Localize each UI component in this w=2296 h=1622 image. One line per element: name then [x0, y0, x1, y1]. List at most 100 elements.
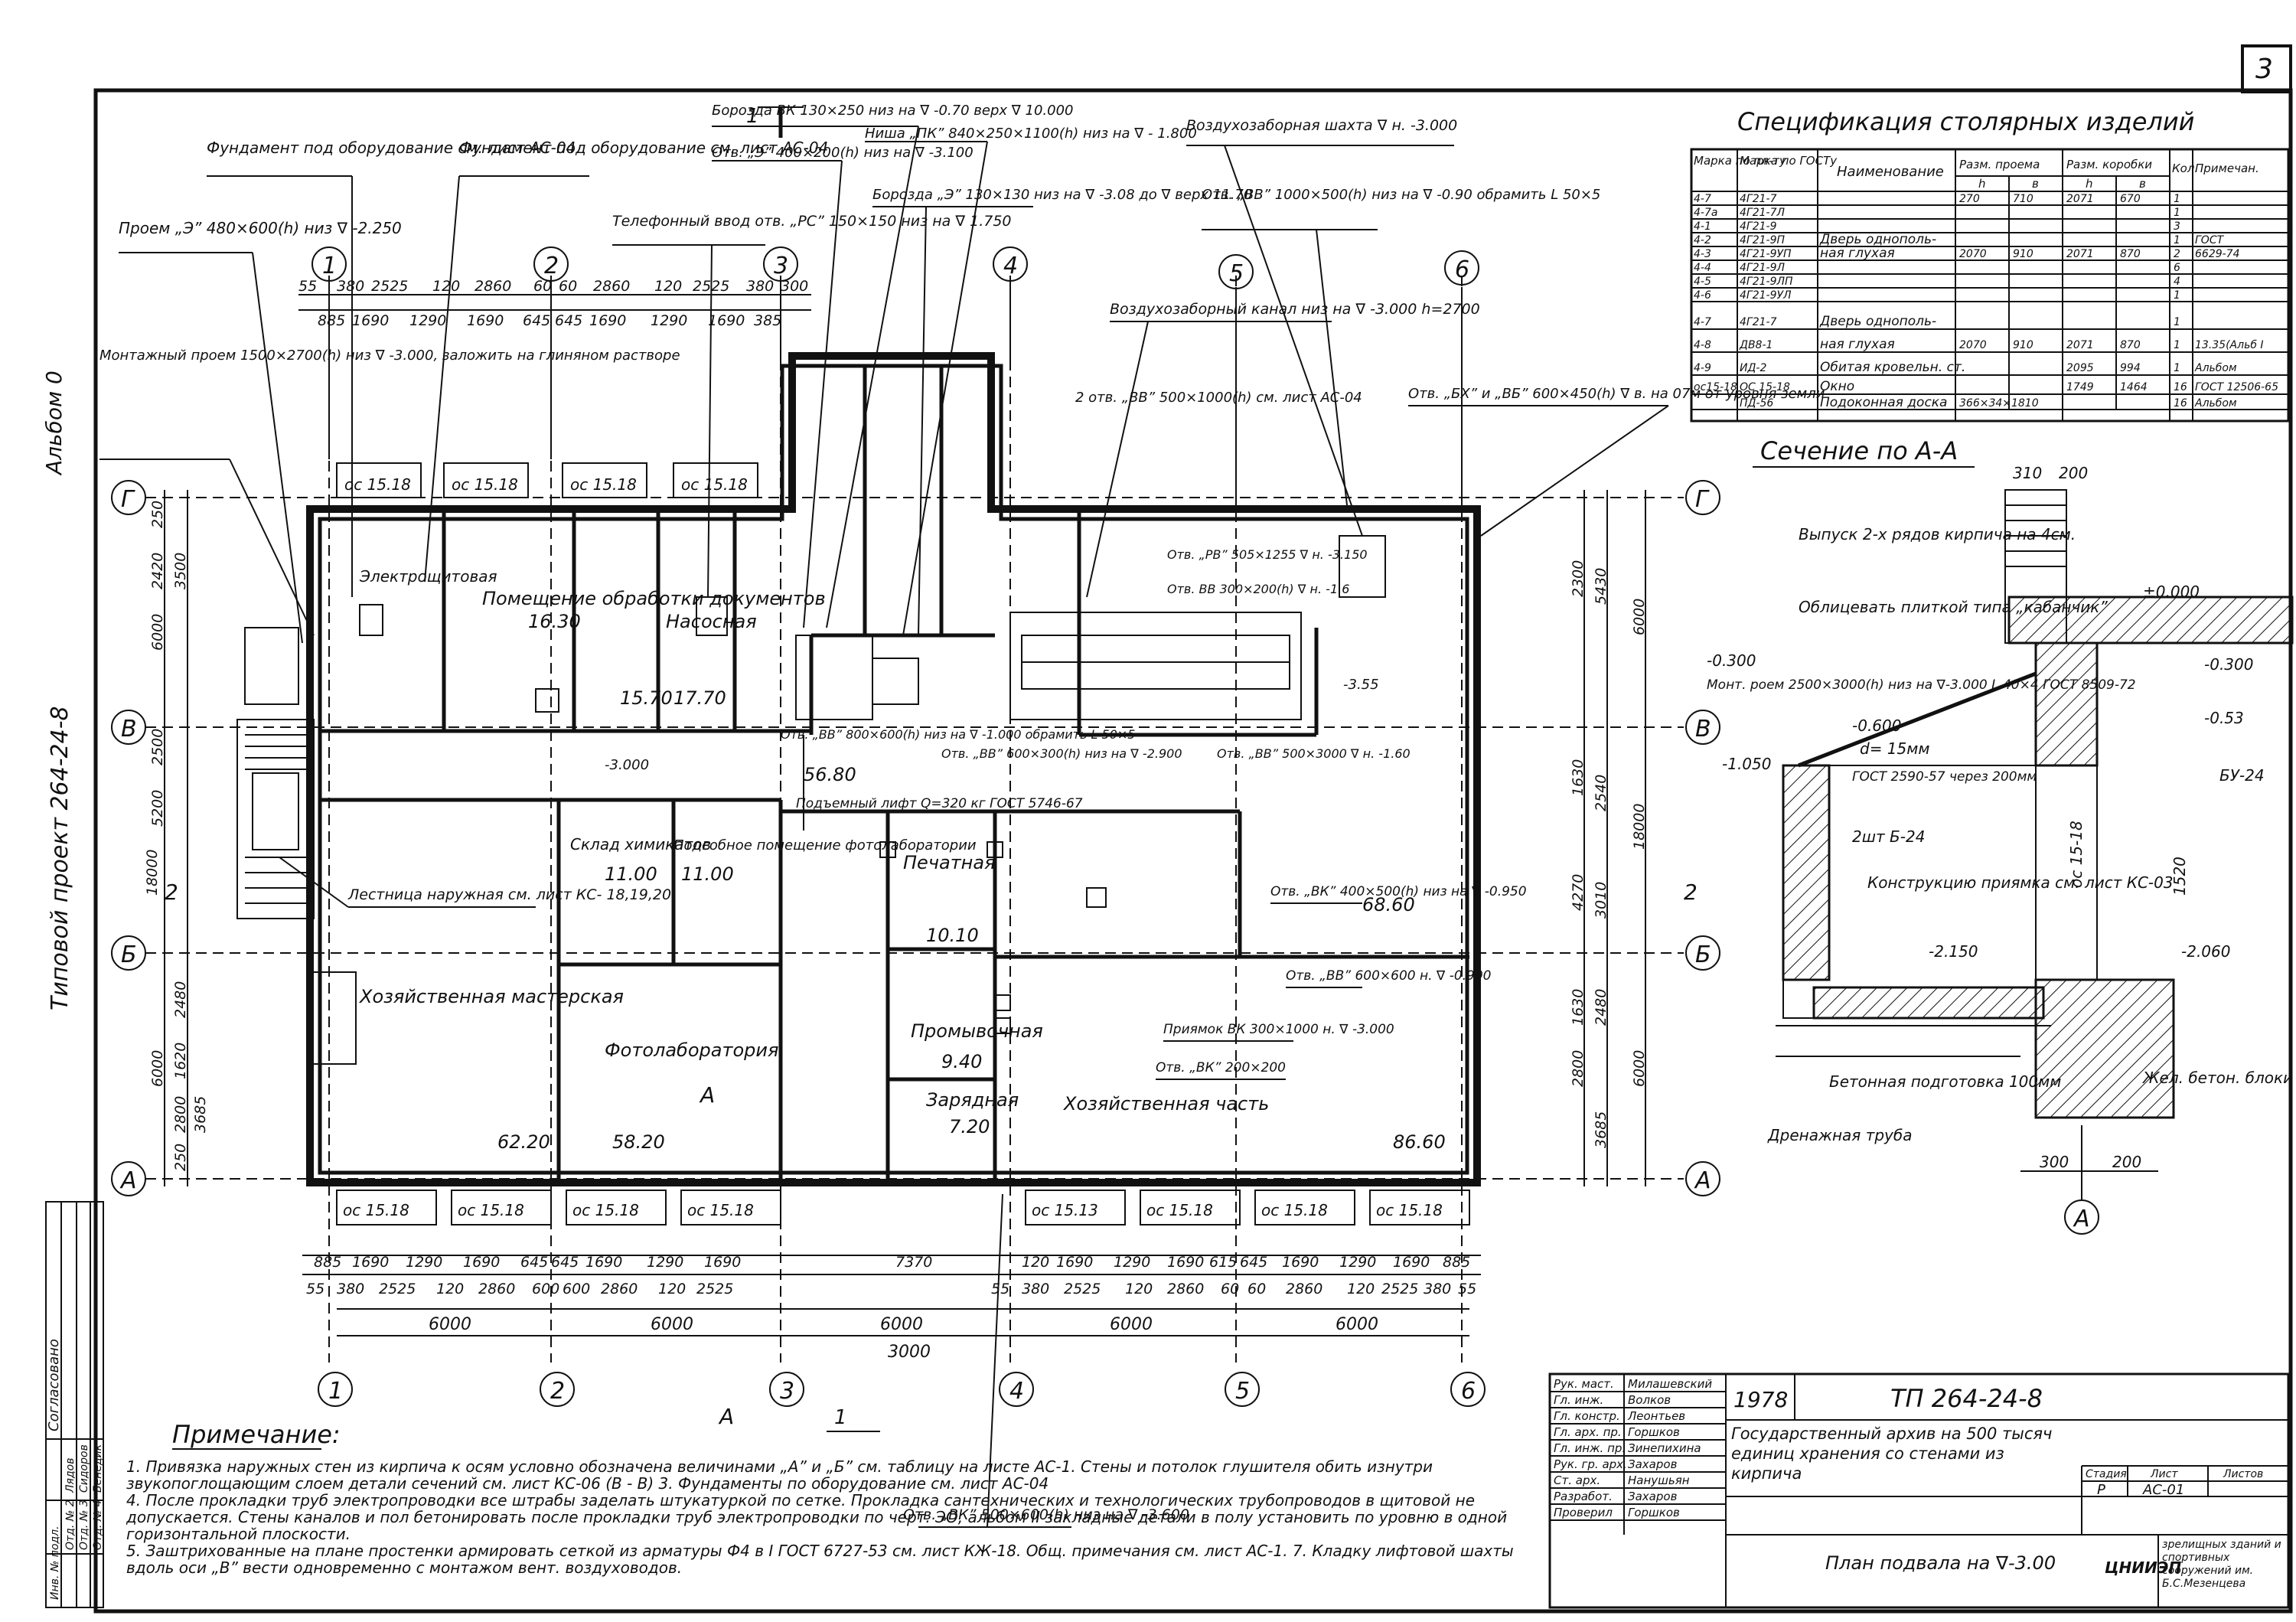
dim-bottom-12: 1290: [1114, 1254, 1150, 1271]
callout-opening-vk-200: Отв. „ВК” 200×200: [1156, 1060, 1286, 1075]
axis-right-a: А: [1694, 1167, 1711, 1194]
window-label-top-1: ос 15.18: [344, 475, 411, 494]
spec-cell: 1: [2174, 193, 2180, 205]
callout-opening-rv: Отв. „РВ” 505×1255 ∇ н. -3.150: [1167, 547, 1368, 562]
axis-left-g: Г: [121, 486, 135, 513]
dim-bottom2-1: 380: [337, 1281, 364, 1297]
room-4-area: 11.00: [605, 863, 657, 885]
dim-top-1: 380: [337, 278, 364, 295]
spec-cell: 4-7: [1694, 193, 1711, 205]
spec-cell: 4Г21-9УЛ: [1740, 289, 1792, 302]
callout-opening-vk: Отв. „ВК” 400×500(h) низ на ∇ -0.950: [1270, 884, 1527, 899]
room-4-name: Склад химикатов: [570, 835, 711, 853]
section-marks: 1 1 2 2 А А: [165, 105, 1698, 1432]
spec-cell: 16: [2174, 397, 2187, 410]
dim-bottom2-20: 380: [1424, 1281, 1451, 1297]
section-note-blocks: Жел. бетон. блоки: [2141, 1069, 2293, 1087]
dim-left-5: 5200: [149, 790, 166, 827]
dim-top-7: 2860: [593, 278, 630, 295]
title-org-logo: ЦНИИЭП: [2105, 1558, 2181, 1577]
spec-cell: 4-6: [1694, 289, 1711, 302]
dim-bottom2-11: 380: [1022, 1281, 1049, 1297]
section-dim-4: 200: [2112, 1153, 2141, 1171]
spec-cell: 4Г21-9ЛП: [1740, 276, 1793, 288]
dim-bottom2-15: 60: [1221, 1281, 1239, 1297]
spec-cell: 4Г21-7Л: [1740, 207, 1785, 219]
dim-bottom2-9: 2525: [696, 1281, 733, 1297]
spec-cell: ГОСТ: [2195, 234, 2225, 246]
dim-top-11: 300: [781, 278, 808, 295]
room-10-name: Зарядная: [926, 1089, 1019, 1111]
dim-right-12: 3685: [1593, 1111, 1609, 1148]
section-title: Сечение по А-А: [1760, 436, 1958, 465]
room-2-area: 17.70: [673, 687, 726, 709]
axis-top-3: 3: [774, 253, 788, 279]
dim-bottom-2: 1290: [406, 1254, 442, 1271]
spec-cell: 4-8: [1694, 339, 1711, 351]
dim-right-5: 18000: [1631, 804, 1648, 850]
dim-top2-0: 885: [318, 312, 345, 329]
dim-bottom-10: 120: [1022, 1254, 1049, 1271]
dim-right-3: 1630: [1570, 759, 1587, 796]
dim-top2-3: 1690: [467, 312, 504, 329]
dim-bottom-11: 1690: [1056, 1254, 1093, 1271]
spec-cell: 2070: [1959, 339, 1987, 351]
spec-cell: ПД-56: [1740, 397, 1773, 410]
dim-right-11: 2800: [1570, 1050, 1587, 1087]
spec-cell: 270: [1959, 193, 1980, 205]
room-2-name: Насосная: [666, 611, 757, 632]
spec-cell: 910: [2013, 248, 2033, 260]
dim-bottom2-14: 2860: [1167, 1281, 1204, 1297]
axis-top-4: 4: [1003, 253, 1018, 279]
dim-right-7: 3010: [1593, 882, 1609, 919]
callout-2-openings: 2 отв. „ВВ” 500×1000(h) см. лист АС-04: [1075, 390, 1362, 406]
section-note-d: d= 15мм: [1860, 739, 1929, 758]
title-role: Гл. арх. пр.: [1554, 1425, 1622, 1439]
note-item-3: 5. Заштрихованные на плане простенки арм…: [126, 1542, 1514, 1577]
dim-left-7: 2480: [172, 981, 189, 1018]
spec-cell: Дверь однополь-: [1819, 232, 1936, 247]
spec-cell: 13.35(Альб I: [2195, 339, 2264, 351]
spec-sub-b1: в: [2032, 177, 2039, 191]
room-1-name: Помещение обработки документов: [482, 588, 826, 609]
section-dim-1: 310: [2013, 464, 2042, 482]
dim-right-8: 6000: [1631, 1050, 1648, 1087]
title-description: Государственный архив на 500 тысяч едини…: [1731, 1425, 2053, 1483]
title-project-code: ТП 264-24-8: [1890, 1384, 2043, 1413]
spec-cell: 1464: [2120, 381, 2148, 393]
callout-groove-e: Борозда „Э” 130×130 низ на ∇ -3.08 до ∇ …: [872, 187, 1252, 203]
spec-cell: 4Г21-9П: [1740, 234, 1785, 246]
title-person: Зинепихина: [1628, 1441, 1701, 1455]
room-6-area: 10.10: [926, 925, 979, 946]
title-role: Гл. инж.: [1554, 1393, 1603, 1407]
spec-cell: 870: [2120, 248, 2141, 260]
dim-bottom-8: 1690: [704, 1254, 741, 1271]
level-105: -1.050: [1722, 755, 1771, 773]
spec-cell: 4-1: [1694, 220, 1711, 233]
dim-bottom-3: 1690: [463, 1254, 500, 1271]
dim-left-9: 2800: [172, 1096, 189, 1133]
dim-left-12: 250: [172, 1144, 189, 1171]
notes: Примечание:: [172, 1420, 341, 1450]
spec-cell: 4Г21-7: [1740, 316, 1777, 328]
level-030-left: -0.300: [1707, 651, 1756, 670]
stamp-inv: Инв. № подл.: [49, 1526, 61, 1600]
spec-table: Спецификация столярных изделий: [1690, 107, 2290, 423]
dim-bottom-9: 7370: [895, 1254, 932, 1271]
spec-cell: 3: [2174, 220, 2180, 233]
dim-bottom2-0: 55: [306, 1281, 325, 1297]
section-note-bu24: БУ-24: [2219, 766, 2265, 785]
spec-header-box: Разм. коробки: [2066, 158, 2152, 171]
spec-cell: 4Г21-9УП: [1740, 248, 1792, 260]
callout-air-shaft: Воздухозаборная шахта ∇ н. -3.000: [1186, 117, 1457, 134]
title-role: Рук. гр. арх.: [1554, 1457, 1627, 1471]
dim-top2-5: 645: [555, 312, 582, 329]
window-label-4: ос 15.18: [687, 1201, 754, 1219]
dim-bottom-0: 885: [314, 1254, 341, 1271]
dim-right-0: 2300: [1570, 560, 1587, 597]
dim-bottom2-7: 2860: [601, 1281, 638, 1297]
dim-bottom2-3: 120: [436, 1281, 464, 1297]
spec-cell: 1: [2174, 316, 2180, 328]
spec-cell: Подоконная доска: [1820, 395, 1947, 410]
section-window: ос 15-18: [2067, 821, 2086, 888]
